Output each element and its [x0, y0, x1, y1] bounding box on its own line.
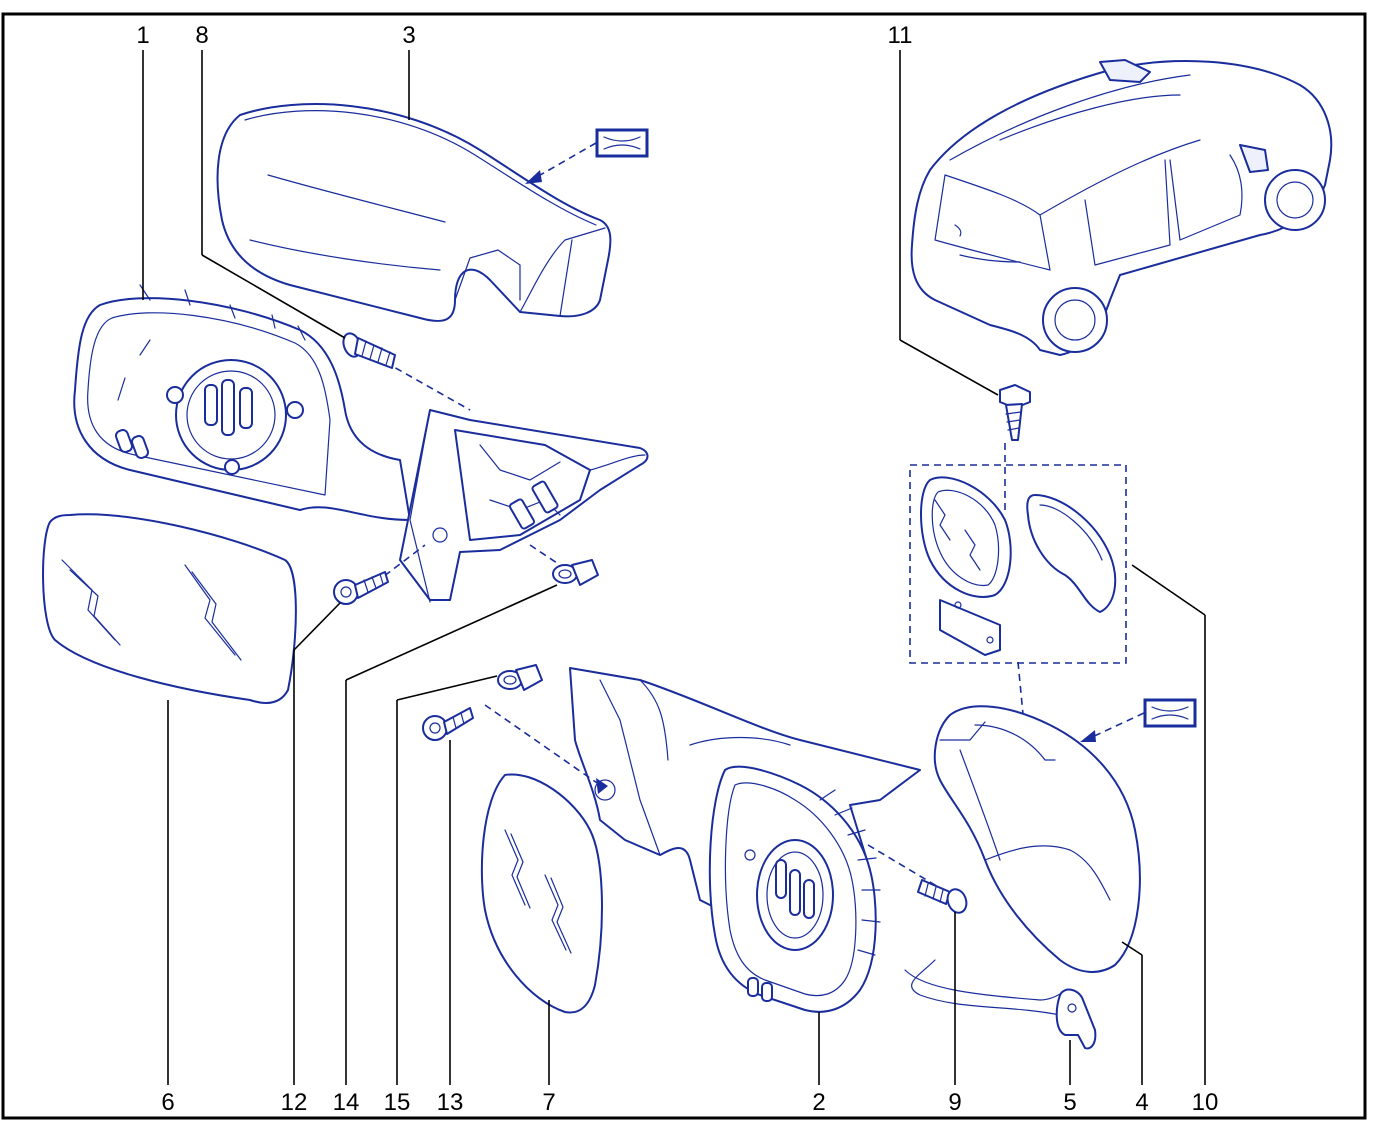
part-13-screw [422, 707, 474, 741]
callout-8: 8 [195, 22, 208, 49]
callout-14: 14 [333, 1089, 360, 1116]
part-4-mirror-cover [933, 705, 1141, 973]
part-3-mirror-cover [216, 103, 612, 322]
callout-3: 3 [402, 22, 415, 49]
callout-7: 7 [542, 1089, 555, 1116]
callout-labels: 1 8 3 11 6 12 14 15 13 7 2 9 5 4 10 [136, 22, 1218, 1116]
mirror-base-upper [399, 409, 649, 603]
car-illustration [910, 59, 1333, 356]
part-10-inner-parts [920, 476, 1117, 656]
callout-10: 10 [1192, 1089, 1219, 1116]
callout-1: 1 [136, 22, 149, 49]
part-9-screw [917, 879, 968, 914]
part-8-screw [342, 332, 396, 369]
callout-2: 2 [812, 1089, 825, 1116]
part-5-wire-clip [904, 959, 1097, 1050]
part-6-mirror-glass [42, 513, 297, 704]
callout-5: 5 [1063, 1089, 1076, 1116]
callout-13: 13 [437, 1089, 464, 1116]
diagram-frame [1, 12, 1367, 1120]
part-11-screw [999, 384, 1031, 441]
part-15-clip [497, 664, 543, 691]
callout-15: 15 [384, 1089, 411, 1116]
callout-4: 4 [1135, 1089, 1148, 1116]
part-12-screw [333, 571, 389, 605]
part-7-mirror-glass [480, 773, 603, 1014]
label-box-icon-upper [525, 128, 649, 184]
callout-6: 6 [161, 1089, 174, 1116]
callout-12: 12 [281, 1089, 308, 1116]
label-box-icon-lower [1080, 698, 1197, 742]
part-1-mirror-frame [73, 284, 411, 521]
leader-lines [142, 50, 1206, 1085]
part-14-clip [552, 559, 599, 586]
callout-11: 11 [888, 22, 913, 49]
part-2-motor-assembly [708, 765, 881, 1013]
callout-9: 9 [948, 1089, 961, 1116]
